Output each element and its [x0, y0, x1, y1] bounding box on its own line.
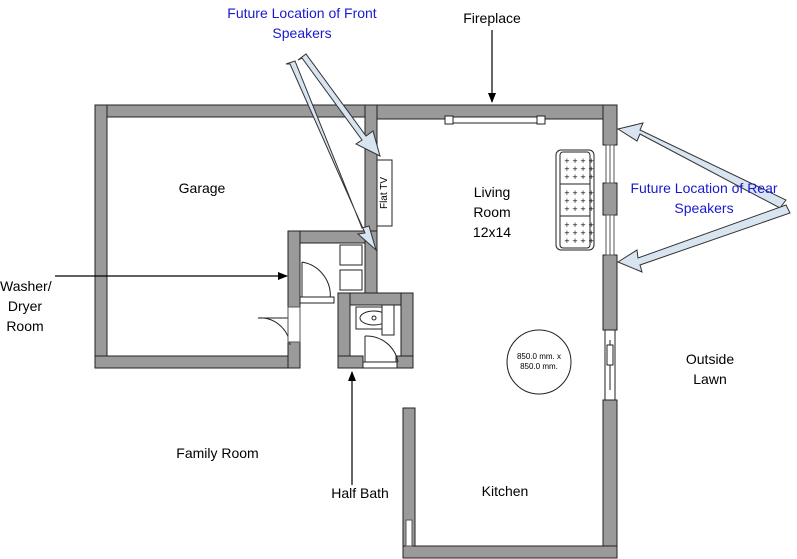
fireplace-label: Fireplace — [463, 10, 521, 26]
garage-wall-left — [94, 104, 108, 369]
sofa-cushion-dots: + + + ++ + + ++ + + + + + + ++ + + ++ + … — [564, 157, 594, 245]
rear-speaker-arrow-1 — [616, 122, 787, 209]
svg-text:+ + + +: + + + + — [564, 205, 594, 213]
front-speakers-line1: Future Location of Front — [227, 5, 377, 21]
washer-line3: Room — [6, 318, 44, 334]
washer-wall-left — [287, 230, 301, 308]
fireplace-shape — [444, 115, 546, 125]
washer-dryer-label: Washer/ Dryer Room — [0, 276, 52, 336]
round-table — [506, 329, 572, 395]
garage-wall-bottom — [94, 355, 301, 369]
callout-arrows — [285, 53, 791, 273]
dryer-box — [339, 269, 363, 291]
svg-text:+ + + +: + + + + — [564, 221, 594, 229]
living-room-line3: 12x14 — [472, 224, 512, 240]
living-room-line1: Living — [473, 184, 511, 200]
rear-speakers-line2: Speakers — [674, 200, 734, 216]
svg-text:+ + + +: + + + + — [564, 237, 594, 245]
flat-tv-shape — [376, 159, 393, 227]
svg-text:+ + + +: + + + + — [564, 189, 594, 197]
windows — [405, 144, 615, 547]
washer-box — [339, 244, 363, 266]
right-wall-top — [602, 104, 618, 146]
living-room-label: Living Room 12x14 — [452, 182, 532, 242]
svg-text:+ + + +: + + + + — [564, 173, 594, 181]
outside-line2: Lawn — [693, 371, 727, 387]
pointer-arrows — [55, 30, 496, 485]
table-line2: 850.0 mm. — [520, 362, 558, 371]
svg-text:+ + + +: + + + + — [564, 229, 594, 237]
family-room-label: Family Room — [176, 445, 259, 461]
kitchen-label: Kitchen — [481, 483, 529, 499]
front-speaker-arrow-2 — [285, 60, 377, 252]
walls — [94, 104, 618, 559]
sofa: + + + ++ + + ++ + + + + + + ++ + + ++ + … — [555, 149, 595, 251]
bath-wall-bottom-right — [395, 355, 414, 369]
table-dimension-label: 850.0 mm. x 850.0 mm. — [507, 352, 571, 372]
outside-line1: Outside — [685, 351, 735, 367]
front-speakers-label: Future Location of Front Speakers — [212, 3, 392, 43]
svg-text:+ + + +: + + + + — [564, 197, 594, 205]
washer-line2: Dryer — [7, 298, 43, 314]
kitchen-wall-bottom — [402, 545, 618, 559]
patio-door — [604, 329, 616, 401]
table-line1: 850.0 mm. x — [516, 352, 561, 361]
rear-speaker-arrow-2 — [616, 204, 791, 273]
washer-door — [299, 261, 335, 304]
living-room-line2: Room — [473, 204, 511, 220]
toilet — [381, 304, 395, 336]
divider-wall — [364, 104, 378, 246]
right-wall-mid — [602, 254, 618, 331]
bath-wall-bottom — [337, 355, 364, 369]
rear-speakers-label: Future Location of Rear Speakers — [614, 178, 794, 218]
svg-text:+ + + +: + + + + — [564, 165, 594, 173]
window-kitchen — [405, 519, 413, 547]
garage-door — [257, 306, 301, 346]
front-speakers-line2: Speakers — [272, 25, 332, 41]
bath-door — [362, 335, 399, 369]
right-wall-lower — [602, 399, 618, 559]
outside-lawn-label: Outside Lawn — [670, 349, 750, 389]
garage-label: Garage — [178, 180, 226, 196]
flat-tv-label: Flat TV — [379, 176, 390, 210]
half-bath-label: Half Bath — [331, 485, 389, 501]
front-speaker-arrow-1 — [297, 53, 381, 157]
svg-text:+ + + +: + + + + — [564, 157, 594, 165]
washer-line1: Washer/ — [0, 278, 52, 294]
rear-speakers-line1: Future Location of Rear — [630, 180, 778, 196]
